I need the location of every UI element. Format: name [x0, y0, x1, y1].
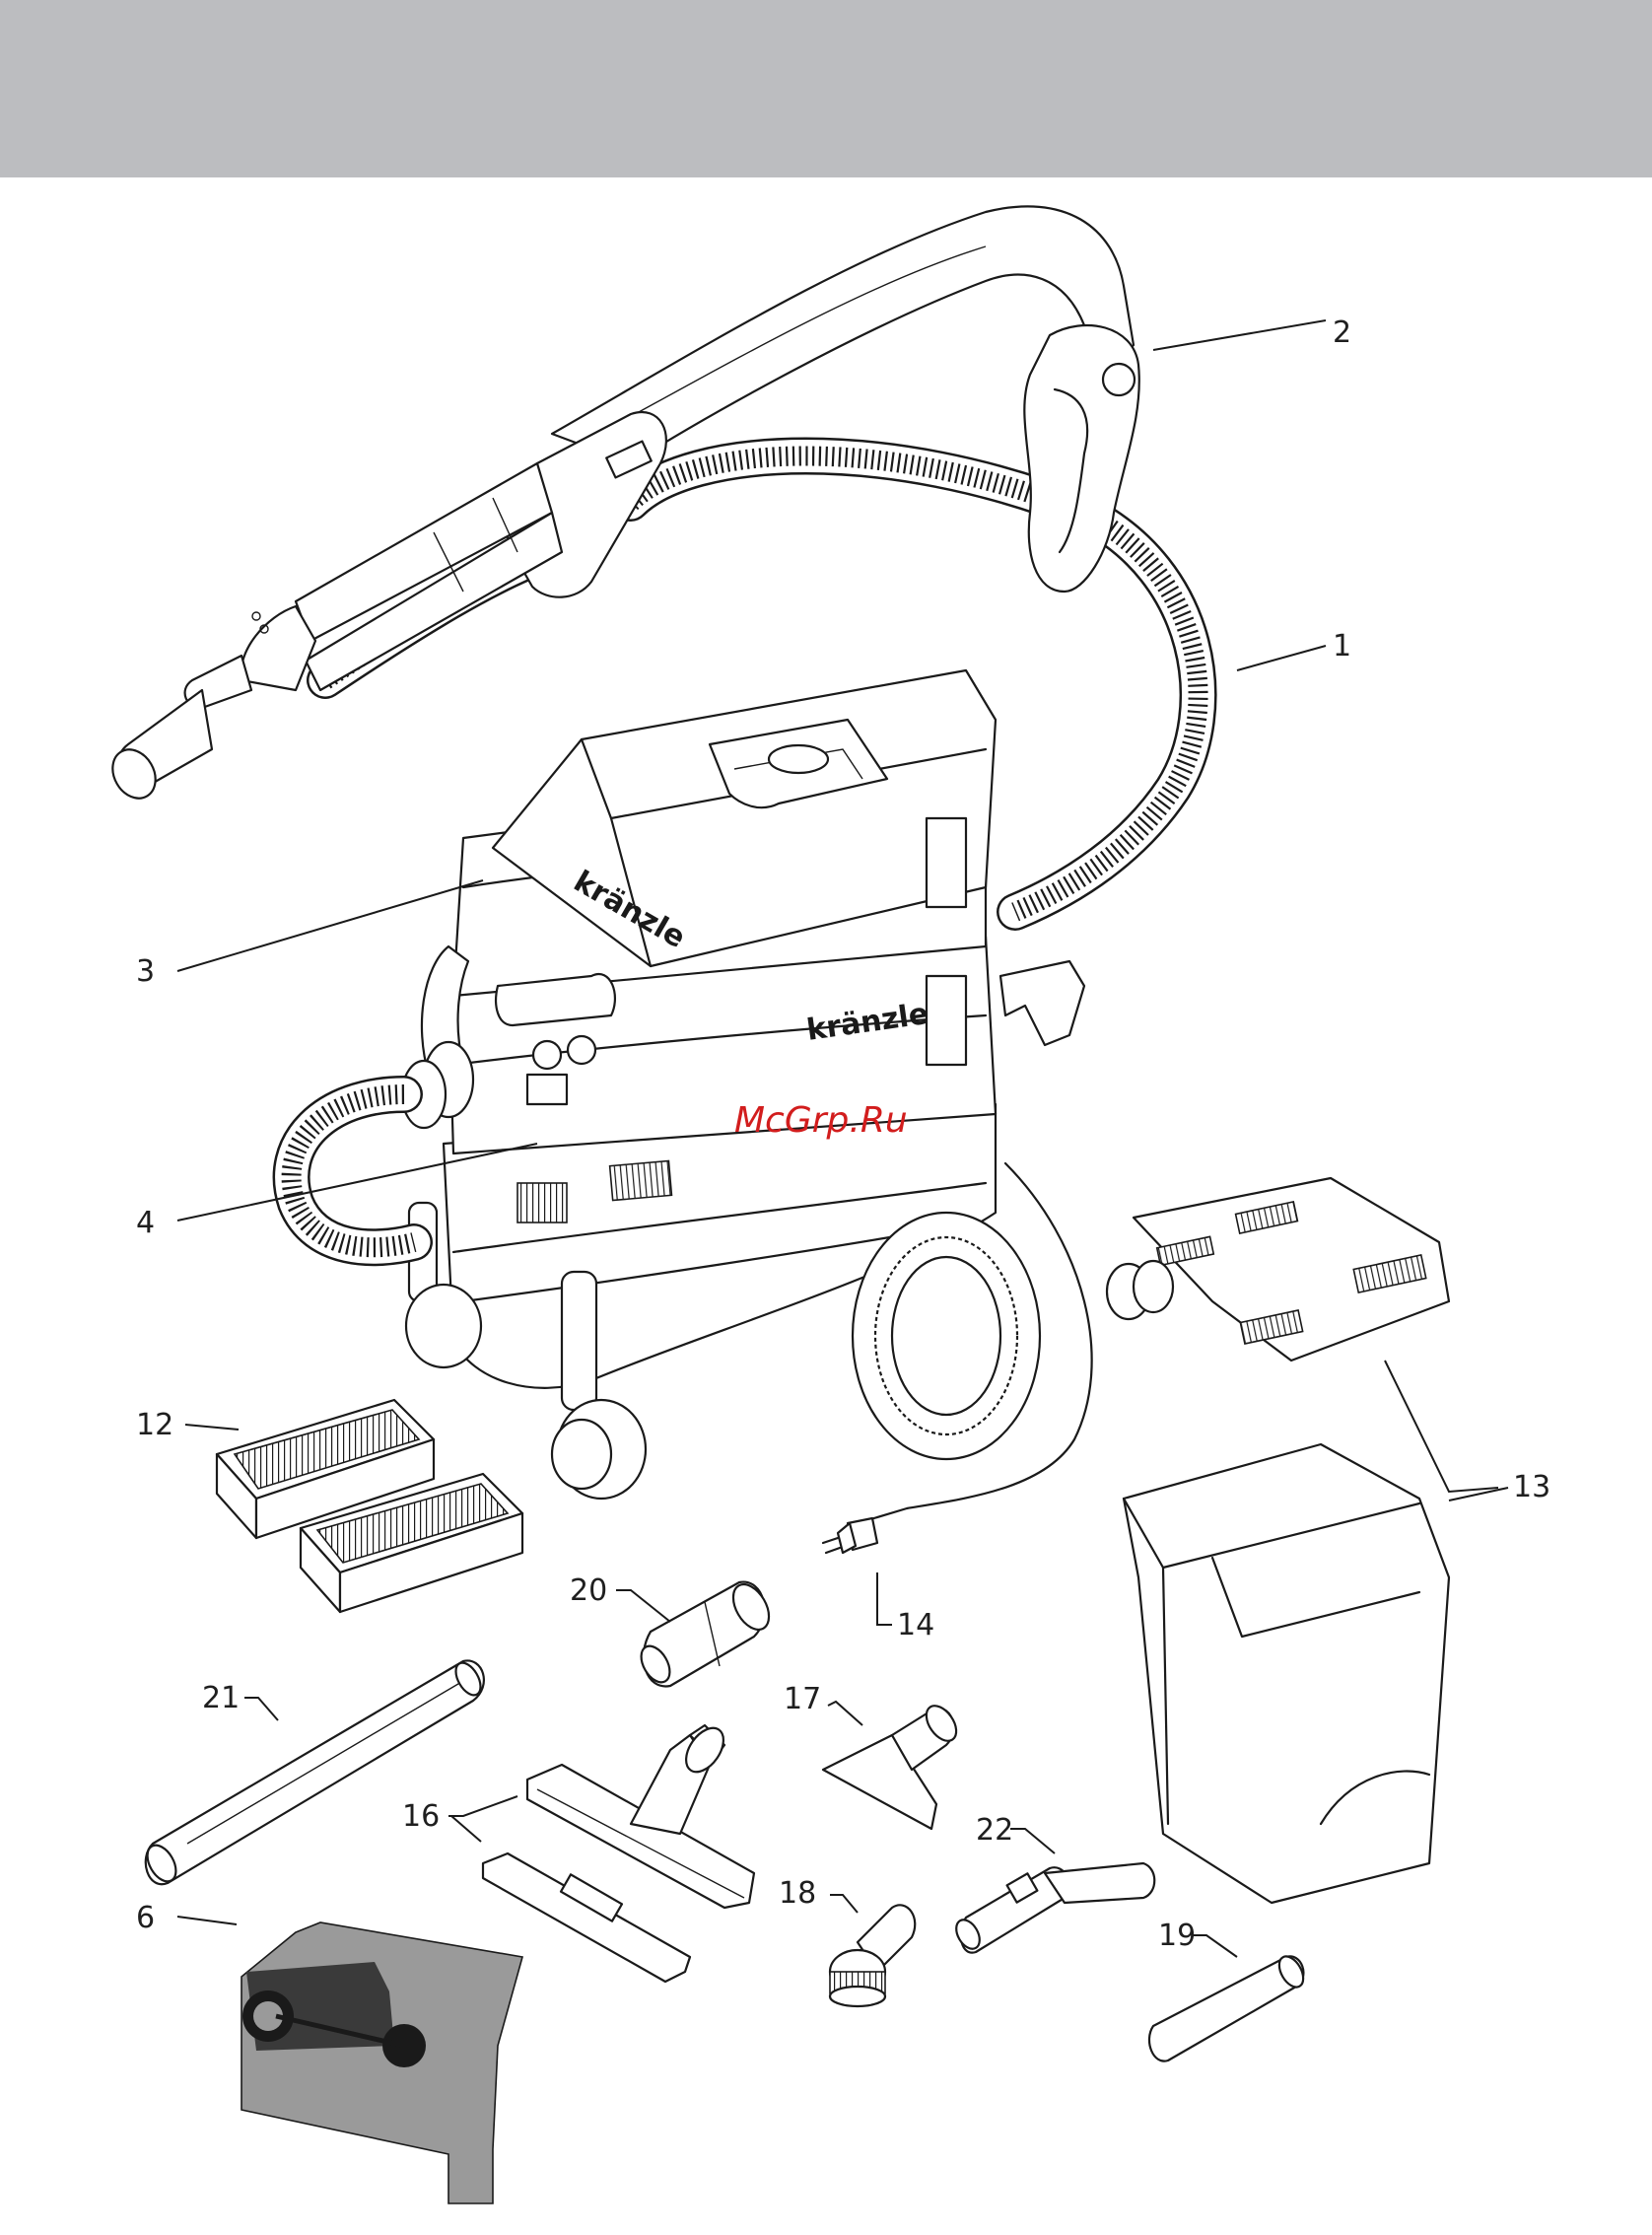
callout-6: 6	[136, 1901, 155, 1935]
callout-3: 3	[136, 954, 155, 989]
floor-tool	[483, 1721, 754, 1982]
callout-21: 21	[202, 1681, 240, 1715]
extension-tube	[142, 1658, 486, 1886]
mains-plug	[823, 1518, 877, 1553]
reducer-adapter	[636, 1578, 777, 1687]
callout-20: 20	[570, 1573, 607, 1608]
callout-14: 14	[897, 1608, 934, 1642]
callout-16: 16	[402, 1799, 440, 1834]
callout-2: 2	[1333, 315, 1351, 350]
handle-adapter	[951, 1863, 1154, 1953]
callout-19: 19	[1158, 1919, 1196, 1953]
floor-nozzle	[1107, 1178, 1449, 1361]
crevice-tool	[1149, 1952, 1308, 2060]
callout-18: 18	[779, 1876, 816, 1911]
filter-bag	[241, 1922, 522, 2203]
dirt-container	[1124, 1444, 1449, 1903]
callout-12: 12	[136, 1408, 173, 1442]
filter-cartridges	[217, 1400, 522, 1612]
vacuum-body: kränzle kränzle	[292, 670, 1092, 1523]
callout-22: 22	[976, 1813, 1013, 1848]
callout-4: 4	[136, 1206, 155, 1240]
callout-1: 1	[1333, 629, 1351, 664]
round-brush	[830, 1905, 915, 2006]
watermark-text: McGrp.Ru	[734, 1100, 908, 1141]
callout-17: 17	[784, 1682, 821, 1716]
callout-13: 13	[1513, 1470, 1550, 1504]
upholstery-nozzle	[823, 1701, 962, 1829]
